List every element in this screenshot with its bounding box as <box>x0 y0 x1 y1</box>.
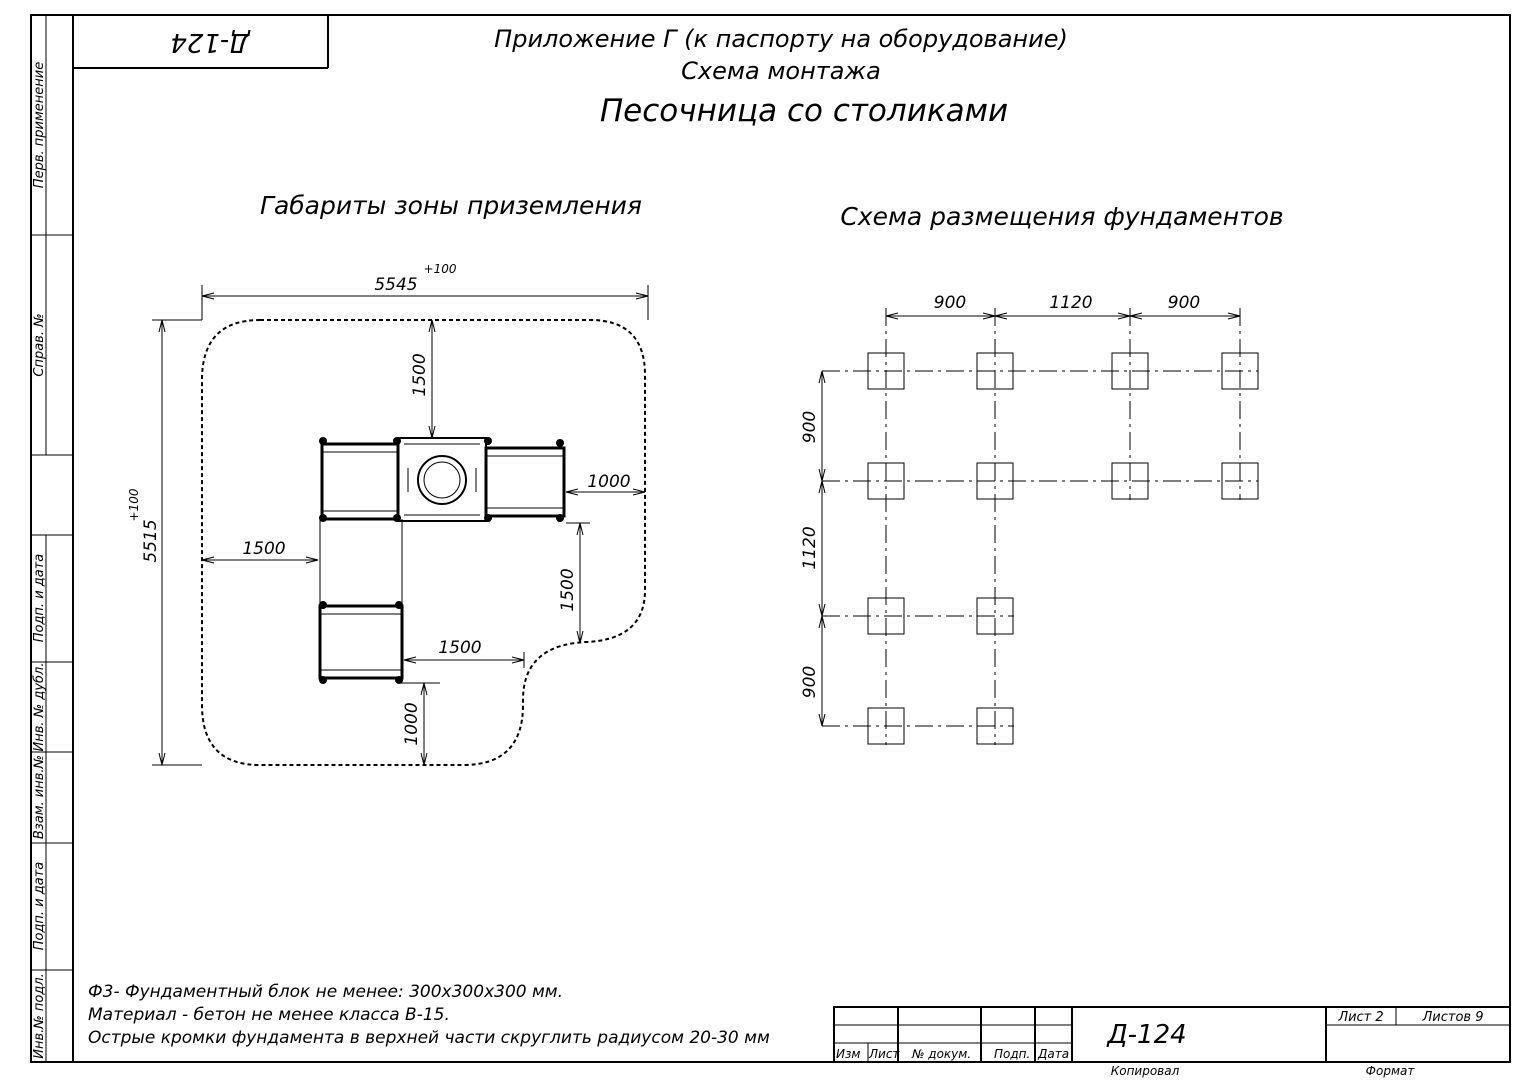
header-line1: Приложение Г (к паспорту на оборудование… <box>494 25 1068 53</box>
left-scheme: Габариты зоны приземления 5545 +100 5515… <box>127 191 649 766</box>
label-podp-data-1: Подп. и дата <box>32 554 47 643</box>
dim-right: 1000 <box>587 472 630 492</box>
header-title: Песочница со столиками <box>600 93 1008 129</box>
dim-left-2: 1120 <box>800 526 820 569</box>
dim-top-2: 1120 <box>1049 293 1092 313</box>
dim-left-1: 900 <box>800 411 820 443</box>
tb-sheets: Листов 9 <box>1422 1010 1484 1025</box>
foundation-blocks <box>867 352 1259 745</box>
landing-zone-contour <box>201 319 646 766</box>
dim-top-3: 900 <box>1168 293 1200 313</box>
right-scheme: Схема размещения фундаментов 900 <box>800 202 1284 745</box>
note-2: Материал - бетон не менее класса В-15. <box>88 1005 450 1025</box>
dim-bottom: 1000 <box>402 702 422 745</box>
notes: Ф3- Фундаментный блок не менее: 300х300х… <box>88 982 770 1048</box>
label-perv-primenenie: Перв. применение <box>32 62 47 188</box>
title-block: Изм Лист № докум. Подп. Дата Д-124 Лист … <box>833 1006 1511 1078</box>
tb-col-data: Дата <box>1037 1047 1069 1061</box>
label-inv-podl: Инв.№ подл. <box>32 973 47 1059</box>
dim-left-3: 900 <box>800 666 820 698</box>
tb-kopiroval: Копировал <box>1111 1064 1180 1078</box>
left-scheme-title: Габариты зоны приземления <box>260 191 642 220</box>
tb-code: Д-124 <box>1106 1020 1186 1050</box>
dim-inner-h: 1500 <box>438 638 481 658</box>
tb-sheet: Лист 2 <box>1337 1010 1383 1025</box>
tb-col-podp: Подп. <box>994 1047 1030 1061</box>
tb-col-izm: Изм <box>836 1047 860 1061</box>
outer-frame <box>30 14 1511 1063</box>
note-3: Острые кромки фундамента в верхней части… <box>88 1028 770 1048</box>
note-1: Ф3- Фундаментный блок не менее: 300х300х… <box>88 982 563 1002</box>
dim-top-1: 900 <box>934 293 966 313</box>
dim-width-tol: +100 <box>424 262 457 276</box>
tb-col-list: Лист <box>868 1047 900 1061</box>
tb-format: Формат <box>1366 1064 1416 1078</box>
right-scheme-title: Схема размещения фундаментов <box>840 202 1283 231</box>
corner-stamp-code: Д-124 <box>170 27 250 57</box>
dim-top: 1500 <box>410 353 430 396</box>
label-sprav-no: Справ. № <box>32 313 47 376</box>
label-podp-data-2: Подп. и дата <box>32 862 47 951</box>
corner-stamp: Д-124 <box>73 15 329 69</box>
tb-col-doc: № докум. <box>911 1047 971 1061</box>
dim-right-lower: 1500 <box>558 568 578 611</box>
dim-height: 5515 <box>141 519 161 562</box>
left-strip: Перв. применение Справ. № Подп. и дата И… <box>31 15 73 1062</box>
header-line2: Схема монтажа <box>681 57 881 85</box>
dim-height-tol: +100 <box>127 488 141 521</box>
dim-width: 5545 <box>374 275 417 295</box>
dim-left: 1500 <box>242 539 285 559</box>
sandbox-plan <box>318 437 566 684</box>
label-inv-dubl: Инв. № дубл. <box>32 663 47 752</box>
label-vzam-inv: Взам. инв.№ <box>32 755 47 839</box>
